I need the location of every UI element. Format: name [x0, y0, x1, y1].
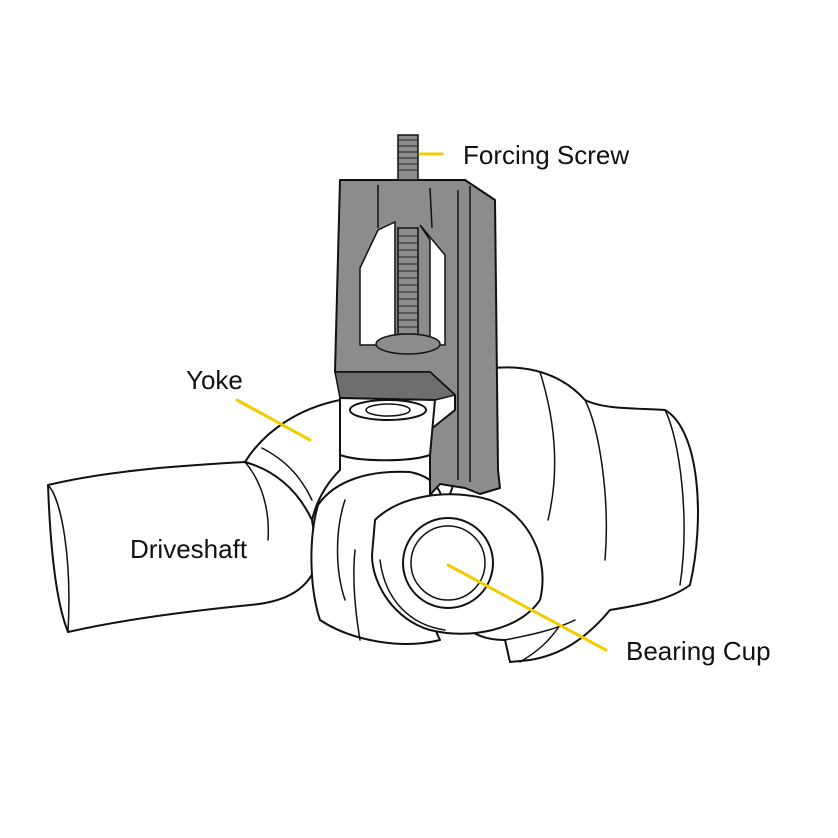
yoke-label: Yoke [186, 365, 243, 395]
driveshaft-tube [47, 461, 319, 633]
front-bearing-cup-shape [402, 517, 494, 609]
forcing-screw-label: Forcing Screw [463, 140, 630, 170]
bearing-cup-leader [446, 563, 608, 652]
upper-bearing-cup [339, 397, 436, 462]
driveshaft-label: Driveshaft [130, 534, 248, 564]
bearing-cup-label: Bearing Cup [626, 636, 771, 666]
forcing-screw [375, 134, 441, 355]
yoke-leader [235, 398, 312, 442]
